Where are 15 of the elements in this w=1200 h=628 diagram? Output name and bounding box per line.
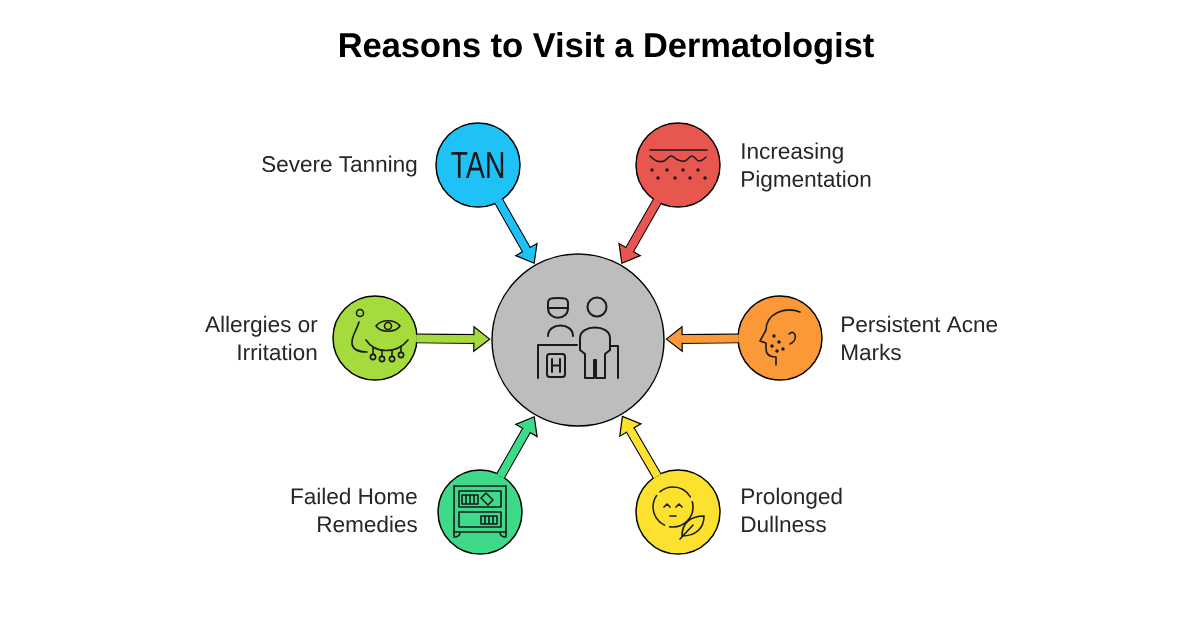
reason-label: Increasing Pigmentation [742,142,871,192]
reason-label: Allergies or Irritation [205,315,318,361]
text-bubble: TAN [435,122,521,208]
icon-bubble [737,295,823,381]
reason-label: Prolonged Dullness [742,487,842,533]
icon-bubble [437,469,523,555]
icon-bubble [332,295,418,381]
icon-bubble [635,122,721,208]
reason-label: Severe Tanning [262,155,417,177]
reason-label: Failed Home Remedies [291,487,417,533]
reason-label: Persistent Acne Marks [842,315,998,361]
arrow [619,415,662,479]
title: Reasons to Visit a Dermatologist [340,32,874,65]
icon-bubble [635,469,721,555]
center-circle [491,253,665,427]
